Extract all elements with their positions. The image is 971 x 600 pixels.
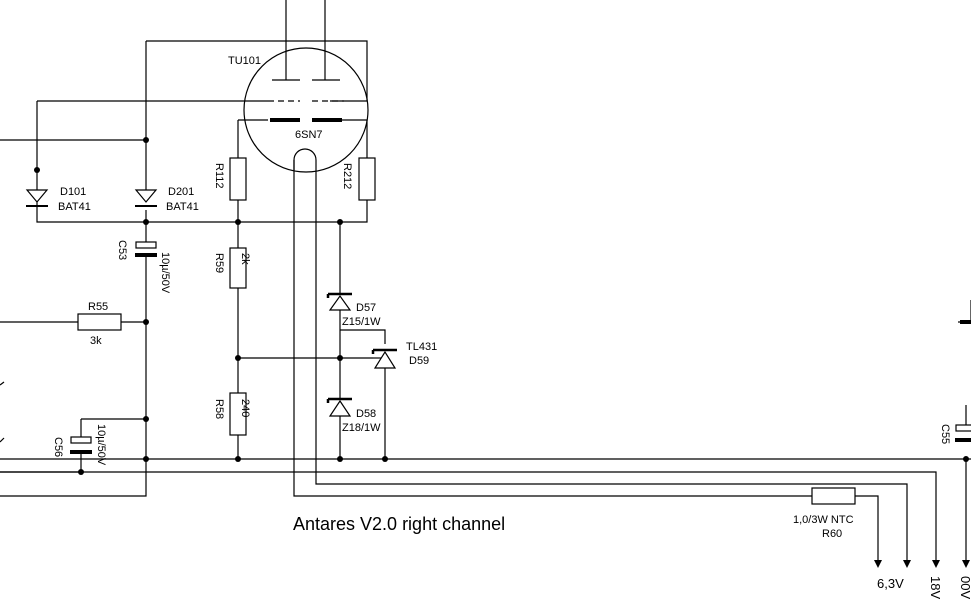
r55-ref: R55 [88, 301, 108, 313]
d59-ref: D59 [409, 355, 429, 367]
junction-dot [143, 456, 149, 462]
tube-tu101: TU101 6SN7 [228, 47, 369, 173]
c56-ref: C56 [52, 437, 64, 457]
zener-d58: D58 Z18/1W [326, 397, 381, 434]
c53-value: 10µ/50V [159, 252, 171, 294]
capacitor-c56: C56 10µ/50V [52, 424, 107, 466]
r59-ref: R59 [213, 253, 225, 273]
c55-ref: C55 [939, 424, 951, 444]
rail-100v-label: 00V [958, 576, 971, 599]
r212-ref: R212 [341, 163, 353, 189]
junction-dot [337, 219, 343, 225]
tube-type-label: 6SN7 [295, 129, 323, 141]
d101-ref: D101 [60, 186, 86, 198]
resistor-r212: R212 [341, 157, 376, 201]
r59-value: 2k [239, 253, 251, 265]
junction-dot [143, 219, 149, 225]
junction-dot [235, 456, 241, 462]
resistor-r58: 240 R58 [213, 392, 251, 436]
d58-value: Z18/1W [342, 422, 381, 434]
junction-dot [235, 355, 241, 361]
r60-ref: R60 [822, 528, 842, 540]
junction-dot [143, 137, 149, 143]
junction-dot [963, 456, 969, 462]
r112-ref: R112 [213, 163, 225, 188]
output-arrows [874, 560, 970, 568]
d101-value: BAT41 [58, 201, 91, 213]
d59-value: TL431 [406, 341, 437, 353]
rail-labels: 6,3V 18V 00V [877, 576, 971, 599]
r58-ref: R58 [213, 399, 225, 419]
rail-6v3-label: 6,3V [877, 576, 904, 591]
shunt-regulator-d59: TL431 D59 [371, 341, 437, 369]
r58-value: 240 [239, 399, 251, 417]
d201-ref: D201 [168, 186, 194, 198]
c53-ref: C53 [116, 240, 128, 260]
diagram-title: Antares V2.0 right channel [293, 514, 505, 534]
capacitor-c55: C55 [939, 424, 971, 444]
r55-value: 3k [90, 335, 102, 347]
resistor-r55: R55 3k [77, 301, 122, 347]
r60-value: 1,0/3W NTC [793, 514, 854, 526]
junction-dots [34, 137, 969, 475]
rail-18v-label: 18V [928, 576, 943, 599]
zener-d57: D57 Z15/1W [326, 292, 381, 328]
resistor-r112: R112 [213, 157, 247, 201]
d201-value: BAT41 [166, 201, 199, 213]
junction-dot [337, 355, 343, 361]
junction-dot [34, 167, 40, 173]
diode-d101: D101 BAT41 [25, 186, 91, 213]
junction-dot [235, 219, 241, 225]
resistor-r59: 2k R59 [213, 247, 251, 289]
wires [0, 0, 971, 560]
junction-dot [78, 469, 84, 475]
d58-ref: D58 [356, 408, 376, 420]
junction-dot [382, 456, 388, 462]
diode-d201: D201 BAT41 [134, 186, 199, 213]
d57-ref: D57 [356, 302, 376, 314]
junction-dot [337, 456, 343, 462]
tube-ref-label: TU101 [228, 55, 261, 67]
c56-value: 10µ/50V [95, 424, 107, 466]
capacitor-c53: C53 10µ/50V [116, 240, 171, 294]
junction-dot [143, 416, 149, 422]
d57-value: Z15/1W [342, 316, 381, 328]
thermistor-r60: 1,0/3W NTC R60 [793, 487, 856, 540]
junction-dot [143, 319, 149, 325]
